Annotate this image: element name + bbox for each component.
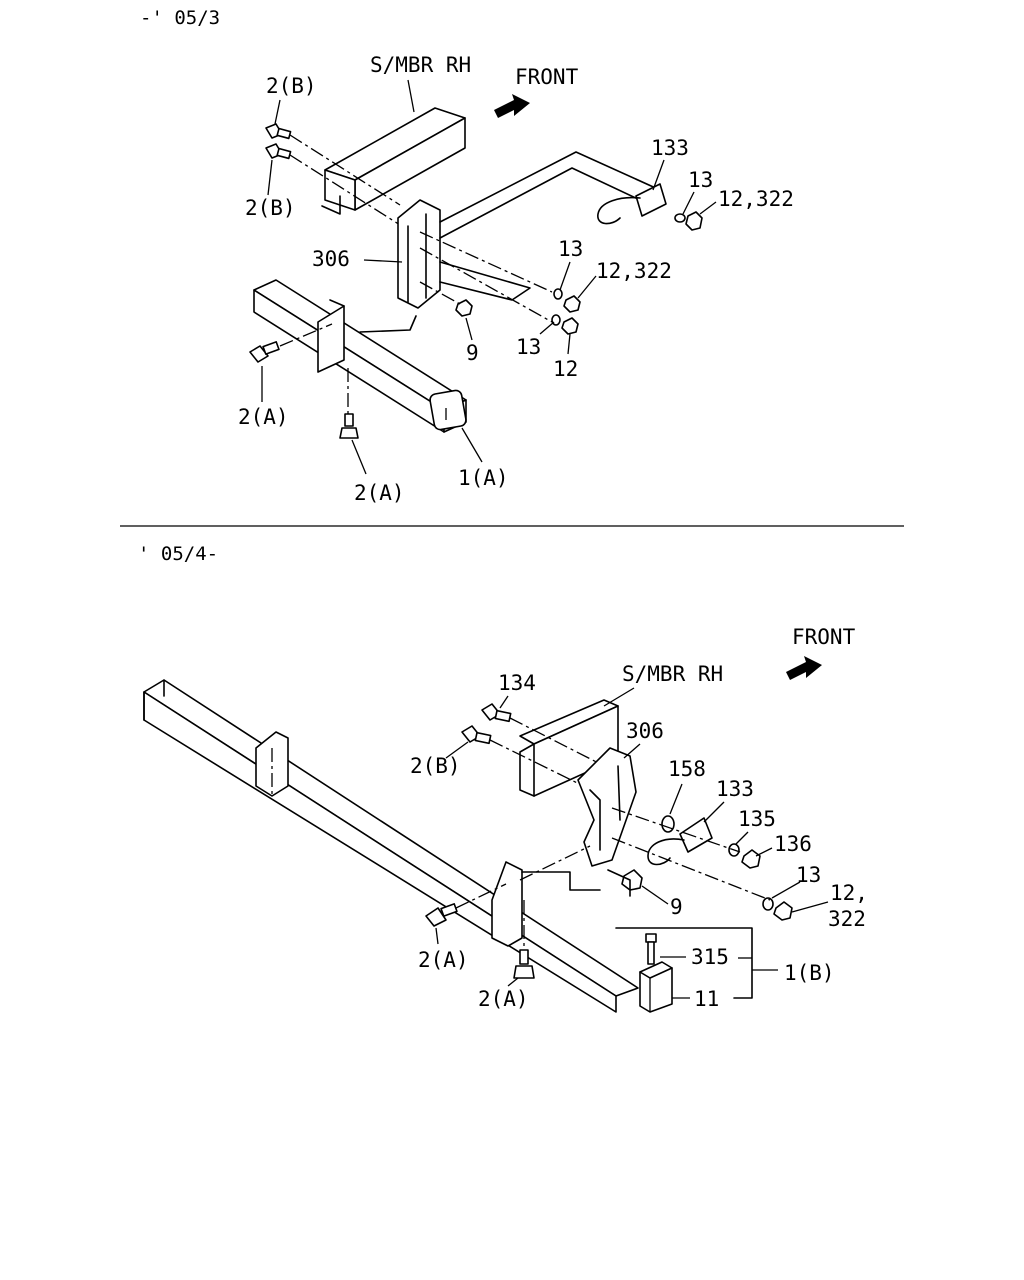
crossmember-1b [143,679,639,1013]
label-assembly-1b: 1(B) [784,961,835,985]
label-nut-12-322-top: 12,322 [718,187,794,211]
tow-hook-bracket-lower [577,747,637,867]
label-bolt-134: 134 [498,671,536,695]
label-side-member-lower: S/MBR RH [622,662,723,686]
tow-hook-lower [647,817,713,866]
label-bolt-2a-bottom-upper: 2(A) [354,481,405,505]
label-crossmember-1a: 1(A) [458,466,509,490]
label-lock-washer-13-low: 13 [516,335,541,359]
label-bolt-315: 315 [691,945,729,969]
nut-12-low [561,317,579,335]
label-bolt-2a-bottom-lower: 2(A) [478,987,529,1011]
bolt-134 [481,703,512,723]
label-bolt-2b-bottom: 2(B) [245,196,296,220]
lock-washer-13-upper [674,213,686,223]
bolt-2a-side-lower [425,903,458,927]
label-bracket-306-upper: 306 [312,247,350,271]
bolt-2a-bottom-lower [513,949,535,979]
nut-12-322-mid [563,295,581,313]
washer-158 [661,815,675,833]
tow-hook-upper [597,183,667,225]
nut-9-lower [621,869,643,891]
label-hook-133-upper: 133 [651,136,689,160]
tow-hook-bracket-upper [397,199,441,309]
label-washer-158: 158 [668,757,706,781]
label-front-lower: FRONT [792,625,856,649]
label-lock-washer-13-mid: 13 [558,237,583,261]
label-front-upper: FRONT [515,65,579,89]
label-lock-washer-13-top: 13 [688,168,713,192]
nut-12-322-upper [685,211,703,231]
label-bolt-2b-top: 2(B) [266,74,317,98]
label-bolt-2a-side-upper: 2(A) [238,405,289,429]
label-bolt-2a-side-lower: 2(A) [418,948,469,972]
bolt-2b-upper-b [265,143,292,160]
crossmember-1a [253,279,467,433]
lock-washer-13-lower [762,897,774,911]
label-bolt-2b-lower: 2(B) [410,754,461,778]
bolt-2a-side-upper [249,341,280,363]
range-label-late: ' 05/4- [138,543,218,565]
stopper-block-11 [639,961,673,1013]
assembly-bracket-1b [615,927,753,999]
bolt-2a-bottom-upper [339,413,359,439]
label-nut-136: 136 [774,832,812,856]
label-nut-12-low: 12 [553,357,578,381]
front-arrow-lower-icon [786,656,822,680]
label-bracket-306-lower: 306 [626,719,664,743]
label-hook-133-lower: 133 [716,777,754,801]
label-lock-washer-13-lower: 13 [796,863,821,887]
label-washer-135: 135 [738,807,776,831]
range-label-early: -' 05/3 [140,7,220,29]
label-side-member-upper: S/MBR RH [370,53,471,77]
nut-12-322-lower [773,901,793,921]
label-nut-12-322-mid: 12,322 [596,259,672,283]
label-nut-12-lower-line2: 322 [828,907,866,931]
label-nut-9-upper: 9 [466,341,479,365]
side-member-rail-upper [321,107,466,215]
bolt-2b-upper-a [265,123,292,140]
label-nut-12-lower-line1: 12, [830,881,868,905]
label-block-11: 11 [694,987,719,1011]
nut-136 [741,849,761,869]
bolt-2b-lower [461,725,492,745]
bolt-315 [645,933,657,965]
front-arrow-icon [494,94,530,118]
label-nut-9-lower: 9 [670,895,683,919]
